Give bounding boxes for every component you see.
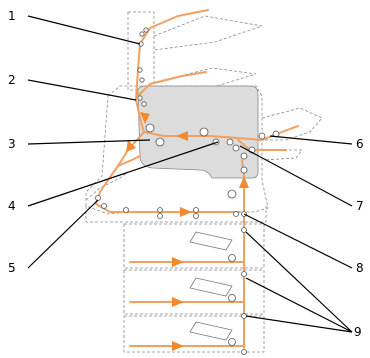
callout-5: 5: [8, 261, 16, 275]
roller: [95, 195, 101, 201]
roller: [240, 152, 248, 160]
path-transfer: [143, 131, 263, 141]
roller: [123, 207, 129, 213]
roller: [141, 101, 147, 107]
base-plate: [85, 206, 267, 223]
roller: [212, 138, 220, 146]
paper-path: [95, 9, 299, 349]
printer-outline: [85, 11, 323, 353]
leader-3: [27, 139, 151, 145]
roller: [241, 349, 247, 355]
leader-9c: [245, 315, 353, 333]
printer-body-outline: [85, 85, 269, 215]
tray-2-outline: [123, 269, 265, 315]
roller: [233, 211, 239, 217]
tray-3-stack: [189, 321, 233, 341]
roller: [228, 254, 236, 262]
tray-1-outline: [123, 223, 265, 269]
roller: [240, 166, 248, 174]
roller: [139, 77, 145, 83]
arrow-bottom-feed: [180, 207, 192, 217]
print-engine-area: [137, 85, 259, 179]
callout-4: 4: [8, 199, 16, 213]
path-top-exit: [139, 9, 209, 45]
callout-6: 6: [356, 137, 364, 151]
roller: [228, 294, 236, 302]
callout-1: 1: [8, 9, 16, 23]
roller: [145, 123, 155, 133]
roller: [143, 27, 149, 33]
roller: [137, 67, 143, 73]
callout-9: 9: [354, 325, 362, 339]
callout-7: 7: [356, 199, 364, 213]
upper-output-tray: [155, 67, 257, 89]
roller: [193, 207, 199, 213]
callout-8: 8: [356, 261, 364, 275]
leader-7: [239, 145, 353, 207]
leader-4: [27, 141, 219, 207]
roller: [227, 189, 237, 199]
path-mp-link: [117, 155, 141, 167]
rollers: [95, 27, 280, 355]
roller: [226, 138, 234, 146]
arrow-riser: [239, 176, 249, 188]
leader-9b: [245, 277, 353, 333]
roller: [241, 271, 247, 277]
leader-lines: [27, 15, 353, 333]
tray-3-outline: [123, 315, 265, 353]
roller: [228, 338, 236, 346]
callout-3: 3: [8, 137, 16, 151]
roller: [157, 207, 163, 213]
roller: [193, 213, 199, 219]
mp-feeder: [85, 171, 129, 201]
arrow-left-curve: [126, 140, 136, 152]
arrow-transfer: [176, 131, 188, 141]
roller: [139, 31, 145, 37]
callout-2: 2: [8, 73, 16, 87]
duplex-unit: [261, 107, 323, 141]
leader-2: [27, 79, 137, 101]
flow-arrows: [126, 112, 249, 351]
arrow-up-left: [140, 112, 150, 124]
arrow-tray-2: [172, 297, 184, 307]
roller: [199, 127, 209, 137]
path-upper-exit: [137, 71, 207, 97]
roller: [101, 203, 107, 209]
leader-8: [243, 213, 353, 269]
roller: [137, 95, 143, 101]
path-left-curve: [95, 131, 145, 213]
duplex-tray: [263, 149, 303, 161]
leader-5: [27, 199, 99, 269]
roller: [258, 132, 266, 140]
roller: [155, 137, 165, 147]
path-duplex-out: [261, 125, 299, 141]
path-tray-riser: [241, 159, 245, 349]
roller: [157, 213, 163, 219]
path-fuser-column: [135, 99, 145, 133]
roller: [241, 227, 247, 233]
top-output-tray: [153, 15, 263, 51]
arrow-tray-3: [172, 341, 184, 351]
leader-6: [269, 135, 353, 145]
tray-1-stack: [189, 231, 233, 251]
arrow-tray-1: [172, 257, 184, 267]
roller: [232, 144, 240, 152]
tray-2-stack: [189, 277, 233, 297]
callout-labels: 1 2 3 4 5 6 7 8 9: [8, 9, 364, 339]
leader-1: [27, 15, 141, 45]
leader-9a: [245, 231, 353, 333]
roller: [241, 313, 247, 319]
